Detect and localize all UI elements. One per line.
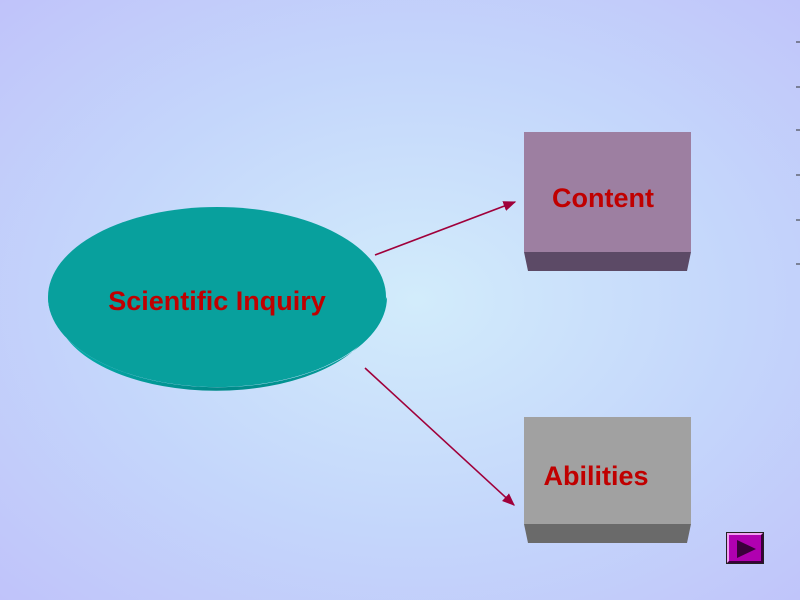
abilities-box-face xyxy=(524,417,691,524)
abilities-node: Abilities xyxy=(524,417,691,543)
content-node: Content xyxy=(524,132,691,271)
next-slide-button[interactable] xyxy=(726,532,764,564)
abilities-box-base xyxy=(524,524,691,543)
scientific-inquiry-node: Scientific Inquiry xyxy=(48,207,387,391)
content-label: Content xyxy=(552,183,654,213)
arrow-to-abilities xyxy=(364,367,515,506)
abilities-label: Abilities xyxy=(543,461,648,491)
play-triangle-icon xyxy=(737,540,756,558)
scientific-inquiry-disc-top xyxy=(48,207,386,387)
arrow-to-content xyxy=(374,201,517,256)
content-box-face xyxy=(524,132,691,252)
scientific-inquiry-label: Scientific Inquiry xyxy=(108,286,326,316)
content-box-base xyxy=(524,252,691,271)
edge-marks xyxy=(796,41,800,265)
